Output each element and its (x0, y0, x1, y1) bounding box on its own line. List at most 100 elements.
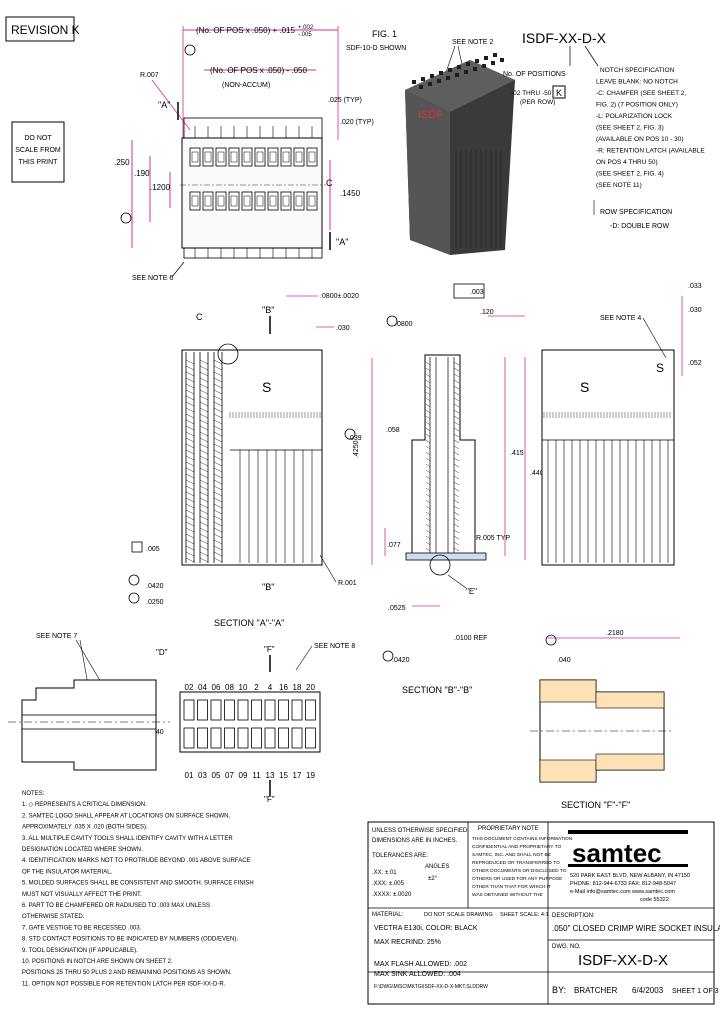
aa-hatch (199, 539, 209, 545)
dim-058: .058 (386, 427, 400, 434)
cavity-inner (295, 195, 303, 207)
c-mark-top: C (326, 178, 333, 188)
dim-1450: .1450 (340, 189, 361, 198)
front-slot (251, 699, 262, 721)
aa-hatch (185, 545, 195, 551)
dim-4250: .4250 (353, 440, 360, 458)
note-line: NOTES: (22, 791, 45, 797)
proprietary-line: CONFIDENTIAL AND PROPRIETARY TO (472, 844, 561, 850)
cavity (293, 147, 305, 167)
aa-hatch (213, 443, 223, 449)
bb-hatch (425, 463, 431, 468)
see-note-6: SEE NOTE 6 (132, 275, 173, 282)
dns-line-2: SCALE FROM (15, 147, 61, 154)
f-top: "F" (264, 645, 275, 654)
dim-120: .1200 (150, 183, 171, 192)
cavity (267, 191, 279, 211)
iso-hole (466, 62, 470, 66)
aa-hatch (213, 545, 223, 551)
note-line: 7. GATE VESTIGE TO BE RECESSED .003. (22, 925, 142, 931)
samtec-logo: samtec (568, 830, 688, 868)
cavity-inner (191, 151, 199, 163)
cavity-inner (269, 195, 277, 207)
aa-hatch (213, 467, 223, 473)
aa-hatch (213, 383, 223, 389)
front-top-number: 06 (212, 683, 221, 692)
aa-hatch (213, 479, 223, 485)
bb-hatch (453, 481, 460, 486)
tol-row-3: .XXXX: ±.0020 (372, 892, 412, 898)
dwg-label: DWG. NO. (552, 944, 581, 950)
cavity-inner (308, 195, 316, 207)
note-line: 4. IDENTIFICATION MARKS NOT TO PROTRUDE … (22, 858, 251, 864)
cavity-inner (256, 195, 264, 207)
cavity-inner (256, 151, 264, 163)
side-logo-2: S (656, 361, 664, 375)
bb-hatch (425, 547, 431, 552)
dim-0250-aa: .0250 (146, 599, 164, 606)
description: .050" CLOSED CRIMP WIRE SOCKET INSULATOR (552, 924, 720, 933)
address-2: PHONE: 812-944-6733 FAX: 812-948-5047 (570, 881, 676, 887)
cavity (280, 191, 292, 211)
aa-hatch (213, 497, 223, 503)
dim-010-ref: .0100 REF (454, 635, 487, 642)
dim-0420-bb: .0420 (392, 657, 410, 664)
note-line: DESIGNATION LOCATED WHERE SHOWN. (22, 847, 143, 853)
section-bb-view: .003 .0800 .039 .058 .4250 .415 .440 .12… (344, 283, 544, 695)
aa-hatch (199, 461, 209, 467)
section-aa-view: "B" .0800±.0020 .030 C S .005 .0420 .025… (128, 293, 359, 628)
aa-hatch (199, 521, 209, 527)
notch-line: (AVAILABLE ON POS 10 - 30) (596, 136, 684, 143)
dim-r007: R.007 (140, 72, 159, 79)
do-not-scale-drawing: DO NOT SCALE DRAWING (424, 912, 493, 918)
iso-hole (457, 65, 461, 69)
front-bottom-number: 07 (225, 771, 234, 780)
k-box: K (556, 88, 562, 98)
aa-hatch (185, 425, 195, 431)
section-bb-hatch (425, 357, 460, 553)
bb-hatch (453, 403, 460, 408)
aa-hatch (199, 455, 209, 461)
iso-hole (455, 73, 459, 77)
aa-hatch (185, 377, 195, 383)
bb-hatch (425, 511, 431, 516)
aa-hatch (185, 527, 195, 533)
critical-dim-icon-2 (120, 212, 132, 224)
aa-hatch (213, 515, 223, 521)
bb-hatch (425, 505, 431, 510)
aa-hatch (213, 557, 223, 563)
bb-hatch (425, 421, 431, 426)
aa-hatch (185, 533, 195, 539)
note-line: APPROXIMATELY .035 X .020 (BOTH SIDES). (22, 825, 148, 831)
aa-hatch (213, 485, 223, 491)
aa-hatch (199, 413, 209, 419)
iso-logo-1: ISDF (418, 109, 443, 121)
cavity-inner (217, 195, 225, 207)
bb-hatch (425, 439, 431, 444)
notch-line: -L: POLARIZATION LOCK (596, 113, 673, 120)
note-line: 9. TOOL DESIGNATION (IF APPLICABLE). (22, 948, 138, 954)
dim-250: .250 (114, 158, 130, 167)
note-line: 11. OPTION NOT POSSIBLE FOR RETENTION LA… (22, 981, 226, 987)
tol-title: UNLESS OTHERWISE SPECIFIED, (372, 828, 469, 834)
front-slot (183, 699, 195, 721)
note-line: 10. POSITIONS IN NOTCH ARE SHOWN ON SHEE… (22, 959, 173, 965)
bb-hatch (425, 535, 431, 540)
dim-039: .039 (348, 435, 362, 442)
aa-hatch (199, 401, 209, 407)
bb-hatch (425, 367, 431, 372)
iso-hole (412, 80, 416, 84)
bb-hatch (453, 451, 460, 456)
aa-hatch (185, 521, 195, 527)
front-slots (183, 699, 316, 749)
dwg-no: ISDF-XX-D-X (578, 952, 668, 969)
bb-hatch (425, 427, 431, 432)
proprietary-line: SAMTEC, INC. AND SHALL NOT BE (472, 852, 551, 858)
bb-hatch (425, 493, 431, 498)
revision-label: REVISION K (11, 23, 80, 37)
cavity-inner (217, 151, 225, 163)
dns-line-3: THIS PRINT (19, 159, 59, 166)
bb-hatch (425, 397, 431, 402)
proprietary-line: OTHERS OR USED FOR ANY PURPOSE (472, 876, 562, 882)
aa-hatch (185, 497, 195, 503)
